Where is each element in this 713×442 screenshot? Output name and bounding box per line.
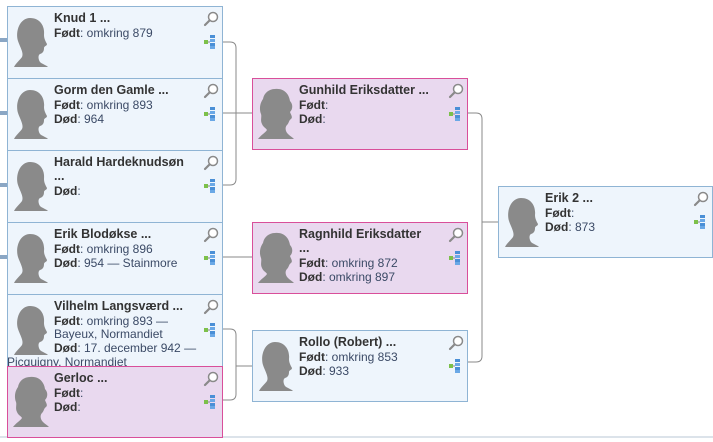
person-name: Knud 1 ... [54,11,111,25]
male-silhouette-icon [12,87,50,139]
family-tree-icon[interactable] [204,251,218,265]
died-line: Død: [54,400,81,414]
died-place: Picquigny, Normandiet [7,355,127,369]
died-line: Død: [299,112,326,126]
male-silhouette-icon [503,195,541,247]
tree-continue-marker[interactable] [0,111,8,115]
died-line: Død: 17. december 942 — [54,341,197,355]
magnifier-icon[interactable] [203,83,219,99]
male-silhouette-icon [257,339,295,391]
person-name: Vilhelm Langsværd ... [54,299,183,313]
magnifier-icon[interactable] [203,299,219,315]
family-tree-icon[interactable] [204,107,218,121]
born-line: Født: omkring 893 [54,98,153,112]
born-line: Født: omkring 893 — [54,314,169,328]
person-name: Erik Blodøkse ... [54,227,152,241]
person-card-vilhelm[interactable]: Vilhelm Langsværd ... Født: omkring 893 … [7,294,223,367]
person-name: Rollo (Robert) ... [299,335,397,349]
male-silhouette-icon [12,303,50,355]
person-name: Harald Hardeknudsøn ... [54,155,184,183]
born-line: Født: [545,206,575,220]
person-card-gorm[interactable]: Gorm den Gamle ... Født: omkring 893 Død… [7,78,223,151]
person-card-knud[interactable]: Knud 1 ... Født: omkring 879 [7,6,223,79]
person-card-erik-blodokse[interactable]: Erik Blodøkse ... Født: omkring 896 Død:… [7,222,223,295]
born-place: Bayeux, Normandiet [54,327,163,341]
born-line: Født: [54,386,84,400]
died-line: Død: 954 — Stainmore [54,256,178,270]
magnifier-icon[interactable] [203,155,219,171]
person-card-erik-2[interactable]: Erik 2 ... Født: Død: 873 [498,186,713,258]
born-line: Født: omkring 872 [299,256,398,270]
family-tree-icon[interactable] [204,179,218,193]
family-tree-icon[interactable] [204,323,218,337]
person-card-gerloc[interactable]: Gerloc ... Født: Død: [7,366,223,438]
magnifier-icon[interactable] [203,227,219,243]
family-tree-icon[interactable] [449,251,463,265]
magnifier-icon[interactable] [448,335,464,351]
magnifier-icon[interactable] [203,371,219,387]
male-silhouette-icon [12,15,50,67]
magnifier-icon[interactable] [693,191,709,207]
female-silhouette-icon [12,375,50,427]
died-line: Død: 933 [299,364,350,378]
magnifier-icon[interactable] [448,227,464,243]
person-card-ragnhild[interactable]: Ragnhild Eriksdatter ... Født: omkring 8… [252,222,468,294]
died-line: Død: [54,184,81,198]
family-tree-icon[interactable] [204,395,218,409]
person-name: Gerloc ... [54,371,108,385]
magnifier-icon[interactable] [203,11,219,27]
tree-continue-marker[interactable] [0,255,8,259]
died-line: Død: omkring 897 [299,270,396,284]
magnifier-icon[interactable] [448,83,464,99]
female-silhouette-icon [257,87,295,139]
person-name: Gunhild Eriksdatter ... [299,83,429,97]
person-card-rollo[interactable]: Rollo (Robert) ... Født: omkring 853 Død… [252,330,468,402]
died-line: Død: 964 [54,112,105,126]
born-line: Født: omkring 853 [299,350,398,364]
person-name: Gorm den Gamle ... [54,83,169,97]
person-name: Ragnhild Eriksdatter ... [299,227,422,255]
male-silhouette-icon [12,231,50,283]
family-tree-icon[interactable] [449,359,463,373]
male-silhouette-icon [12,159,50,211]
person-card-gunhild[interactable]: Gunhild Eriksdatter ... Født: Død: [252,78,468,150]
person-card-harald[interactable]: Harald Hardeknudsøn ... Død: [7,150,223,223]
born-line: Født: omkring 879 [54,26,153,40]
family-tree-icon[interactable] [449,107,463,121]
family-tree-icon[interactable] [694,215,708,229]
tree-continue-marker[interactable] [0,183,8,187]
born-line: Født: omkring 896 [54,242,153,256]
female-silhouette-icon [257,231,295,283]
person-name: Erik 2 ... [545,191,593,205]
tree-continue-marker[interactable] [0,38,8,42]
family-tree-icon[interactable] [204,35,218,49]
born-line: Født: [299,98,329,112]
died-line: Død: 873 [545,220,596,234]
